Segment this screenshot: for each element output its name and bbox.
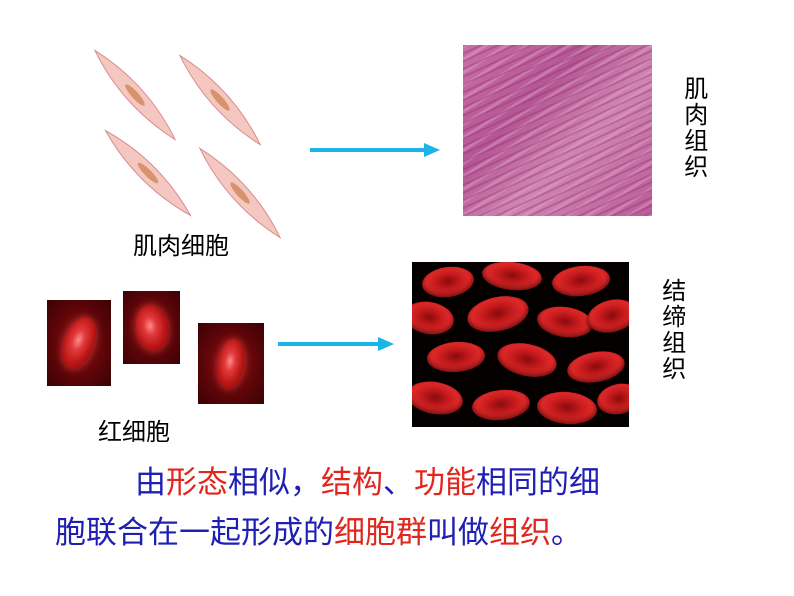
red-blood-cell-icon: [470, 387, 532, 423]
red-blood-cell-icon: [426, 340, 486, 374]
definition-line-1: 由形态相似，结构、功能相同的细: [55, 458, 755, 508]
red-blood-cell-icon: [412, 377, 466, 419]
spindle-muscle-cell-icon: [198, 147, 282, 239]
definition-segment: 、: [383, 465, 414, 501]
definition-emphasis: 细胞群: [334, 515, 427, 551]
definition-segment: 胞联合在一起形成的: [55, 515, 334, 551]
spindle-muscle-cell-icon: [178, 54, 262, 146]
red-blood-cell-icon: [464, 290, 532, 338]
definition-segment: 叫做: [427, 515, 489, 551]
red-blood-cell-icon: [131, 302, 172, 353]
red-blood-cell-label: 红细胞: [98, 418, 170, 446]
red-blood-cell-tile-1: [47, 300, 111, 386]
muscle-cell-2: [178, 54, 262, 146]
connective-tissue-image: [412, 262, 629, 427]
muscle-cell-4: [198, 147, 282, 239]
muscle-cell-label: 肌肉细胞: [133, 232, 229, 260]
definition-segment: 相同的细: [476, 465, 600, 501]
red-blood-cell-icon: [583, 294, 629, 338]
red-blood-cell-icon: [214, 336, 248, 391]
definition-emphasis: 功能: [414, 465, 476, 501]
red-blood-cell-tile-3: [198, 323, 264, 404]
red-blood-cell-icon: [480, 262, 544, 294]
red-blood-cell-icon: [535, 303, 595, 341]
red-blood-cell-icon: [412, 297, 457, 339]
arrow-blood: [278, 334, 398, 358]
definition-segment: 相似，: [228, 465, 321, 501]
right-arrow-icon: [310, 143, 440, 157]
muscle-cell-1: [93, 49, 177, 141]
red-blood-cell-icon: [535, 389, 599, 427]
arrow-muscle: [310, 140, 442, 164]
definition-segment: 由: [135, 465, 166, 501]
definition-line-2: 胞联合在一起形成的细胞群叫做组织。: [55, 508, 755, 558]
spindle-muscle-cell-icon: [104, 129, 192, 217]
definition-emphasis: 组织: [489, 515, 551, 551]
muscle-tissue-image: [463, 45, 652, 216]
right-arrow-icon: [278, 337, 394, 351]
definition-emphasis: 结构: [321, 465, 383, 501]
red-blood-cell-icon: [550, 263, 612, 299]
red-blood-cell-icon: [494, 338, 560, 382]
red-blood-cell-tile-2: [123, 291, 180, 364]
tissue-definition: 由形态相似，结构、功能相同的细 胞联合在一起形成的细胞群叫做组织。: [55, 458, 755, 558]
red-blood-cell-icon: [420, 263, 476, 301]
red-blood-cell-icon: [594, 379, 629, 419]
spindle-muscle-cell-icon: [93, 49, 177, 141]
muscle-tissue-label: 肌肉组织: [679, 76, 708, 180]
red-blood-cell-icon: [564, 347, 628, 387]
definition-emphasis: 形态: [166, 465, 228, 501]
connective-tissue-label: 结缔组织: [657, 278, 686, 382]
muscle-cell-3: [104, 129, 192, 217]
red-blood-cell-icon: [55, 312, 103, 374]
definition-segment: 。: [551, 515, 582, 551]
